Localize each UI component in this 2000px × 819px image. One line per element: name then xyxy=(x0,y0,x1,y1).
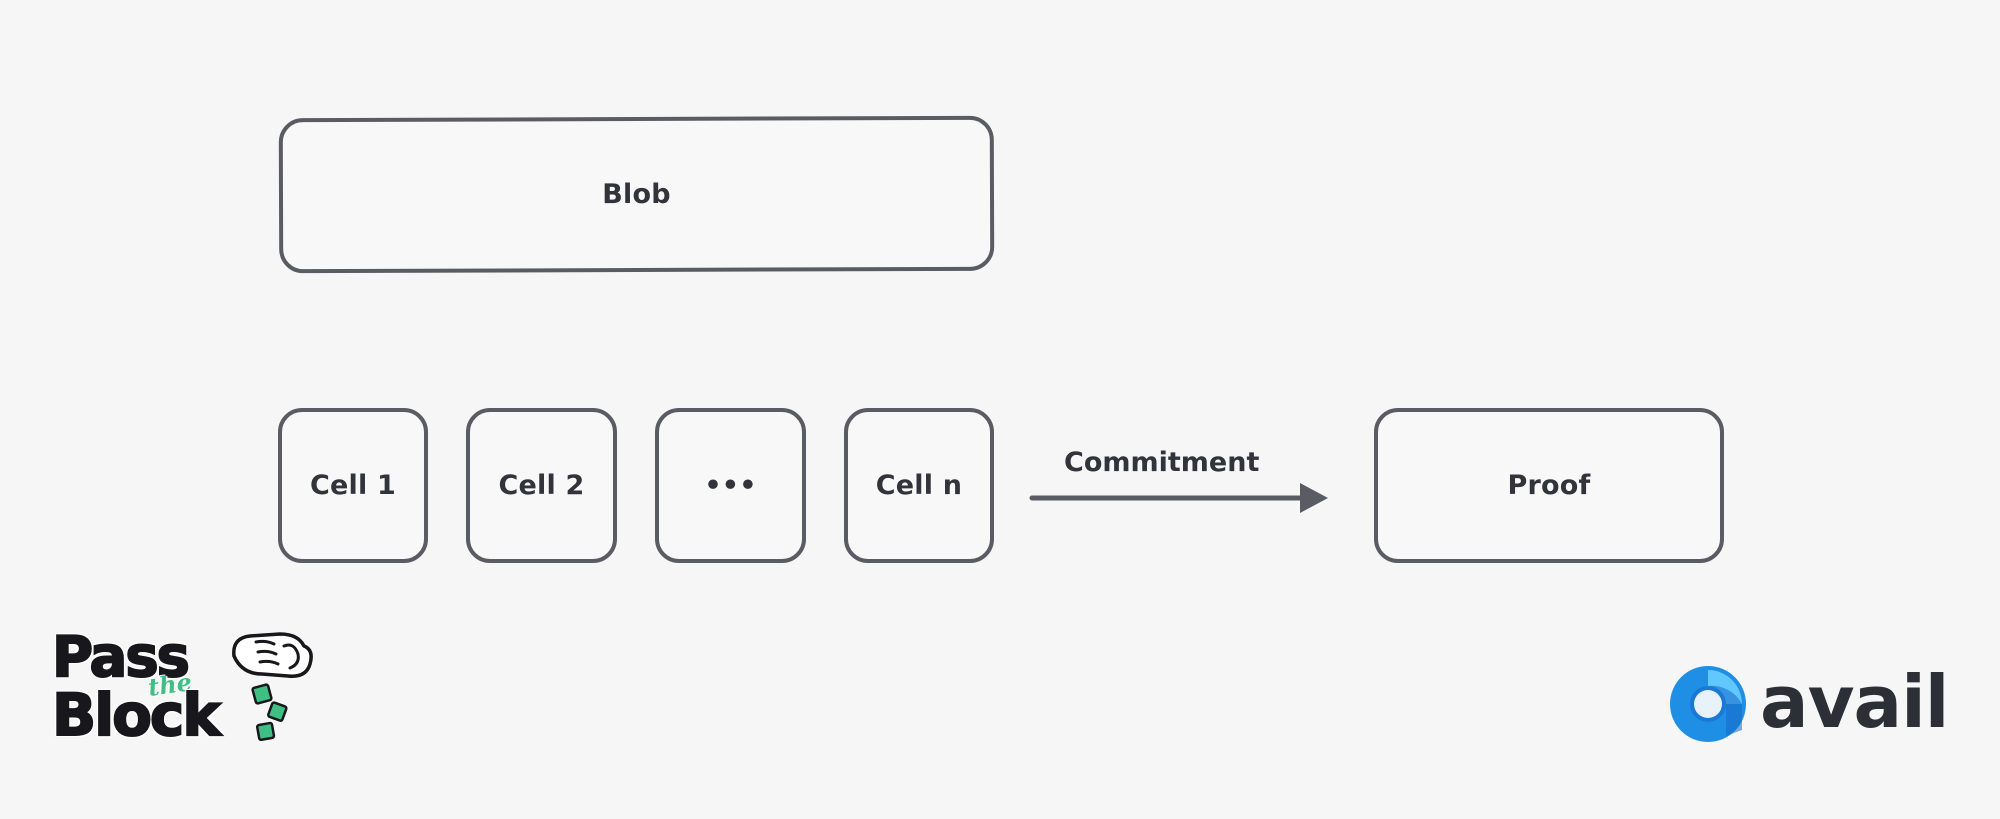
avail-wordmark: avail xyxy=(1760,660,1949,744)
cell-2-node: Cell 2 xyxy=(466,408,617,563)
hand-thumb xyxy=(282,643,300,670)
cell-1-label: Cell 1 xyxy=(309,470,397,501)
cell-n-label: Cell n xyxy=(875,470,963,501)
commitment-arrow-head xyxy=(1300,483,1328,513)
blob-node: Blob xyxy=(278,115,995,274)
logo-word-pass: Pass xyxy=(51,625,191,690)
logo-word-block: Block xyxy=(51,681,222,749)
avail-mark-center xyxy=(1694,690,1722,718)
cube-3-icon xyxy=(255,721,276,742)
proof-node: Proof xyxy=(1374,408,1724,563)
cell-1-node: Cell 1 xyxy=(278,408,428,563)
blob-label: Blob xyxy=(602,178,671,211)
proof-label: Proof xyxy=(1507,470,1591,501)
avail-logo: avail xyxy=(1668,660,1949,750)
cell-2-label: Cell 2 xyxy=(498,470,585,501)
ellipsis-node: ••• xyxy=(655,408,806,563)
avail-mark-icon xyxy=(1670,666,1746,742)
hand-dropping-cubes-icon xyxy=(232,632,313,742)
hand-fingers xyxy=(254,639,280,666)
ellipsis-label: ••• xyxy=(704,470,757,501)
cube-2-icon xyxy=(266,701,288,722)
pass-the-block-logo: Pass the Block xyxy=(51,625,322,758)
commitment-edge-label: Commitment xyxy=(1064,447,1260,478)
cube-1-icon xyxy=(251,683,273,705)
cell-n-node: Cell n xyxy=(844,408,994,563)
commitment-arrow xyxy=(1029,483,1328,513)
